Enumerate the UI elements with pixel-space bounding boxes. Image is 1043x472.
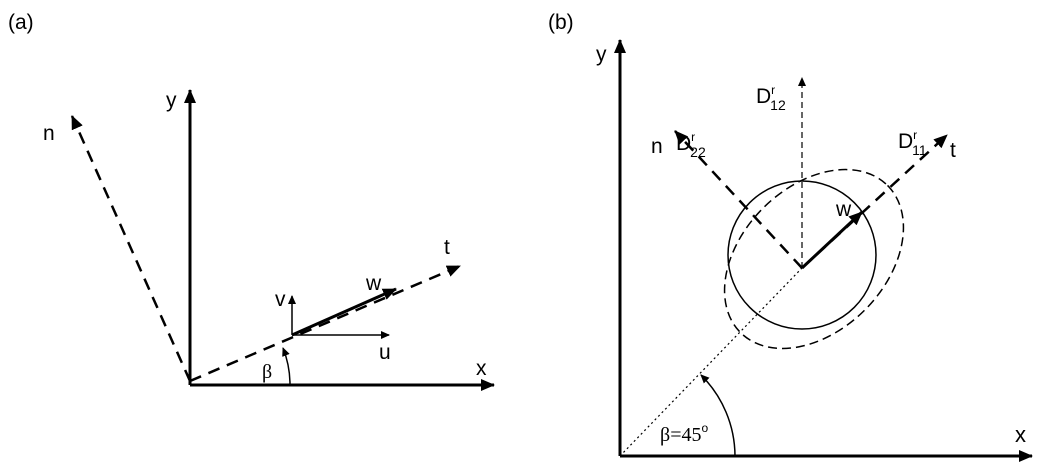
t-axis-label: t <box>444 236 450 259</box>
reference-circle <box>727 180 877 330</box>
t-axis <box>801 134 948 269</box>
beta-arc <box>282 347 291 386</box>
panel-a-label: (a) <box>8 11 34 34</box>
t-axis <box>189 264 461 383</box>
n-axis <box>70 115 192 382</box>
y-axis-label: y <box>596 43 607 66</box>
w-label: w <box>365 272 382 295</box>
y-axis-label: y <box>166 89 177 112</box>
beta-line <box>619 267 803 457</box>
deformed-ellipse <box>723 168 905 350</box>
t-axis-label: t <box>950 139 956 162</box>
u-label: u <box>379 341 391 364</box>
n-axis-label: n <box>651 135 663 158</box>
panel-a: (a) y x t n u v w β <box>8 11 495 391</box>
x-axis-label: x <box>1015 422 1026 447</box>
w-label: w <box>835 198 852 221</box>
x-axis-label: x <box>476 357 487 380</box>
w-vector <box>800 210 864 270</box>
panel-b-label: (b) <box>548 11 574 34</box>
n-axis <box>674 130 803 269</box>
v-label: v <box>275 288 286 311</box>
beta-arc <box>700 374 736 457</box>
beta-label: β=45o <box>660 421 708 446</box>
w-vector <box>291 287 397 337</box>
beta-label: β <box>262 361 272 383</box>
n-axis-label: n <box>43 122 55 145</box>
